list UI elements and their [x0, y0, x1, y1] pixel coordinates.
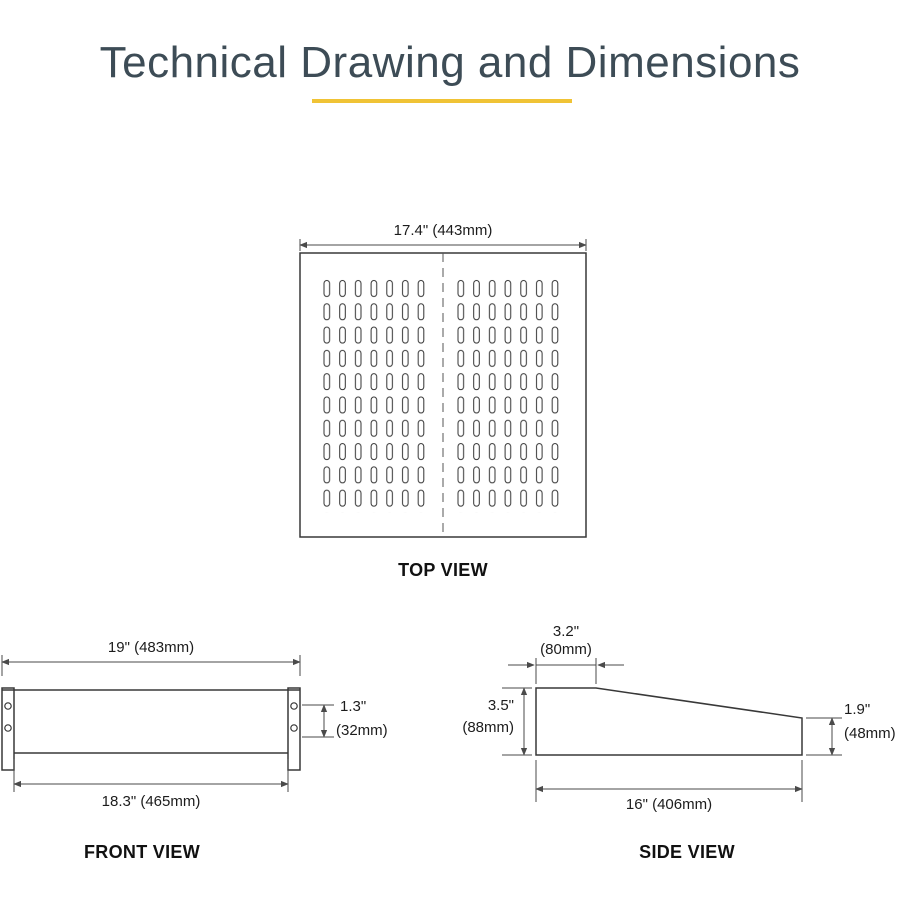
- side-view-depth-text: 16" (406mm): [626, 796, 712, 813]
- mounting-hole: [290, 702, 298, 710]
- front-view-lip-height-in-text: 1.3": [340, 698, 366, 715]
- top-view-width-dim-text: 17.4" (443mm): [394, 222, 493, 239]
- front-view-overall-width-text: 19" (483mm): [108, 639, 194, 656]
- front-view-shelf-outline: [1, 687, 301, 771]
- side-view-front-height-in-text: 3.5": [488, 697, 514, 714]
- front-view-inner-width-dimension: 18.3" (465mm): [13, 759, 289, 810]
- top-view-label: TOP VIEW: [398, 560, 488, 580]
- mounting-hole: [290, 724, 298, 732]
- front-view-overall-width-dimension: 19" (483mm): [1, 639, 301, 676]
- side-view-label: SIDE VIEW: [639, 842, 735, 862]
- side-view-flat-depth-in-text: 3.2": [553, 623, 579, 640]
- side-view-rear-height-mm-text: (48mm): [844, 725, 896, 742]
- side-view-flat-depth-mm-text: (80mm): [540, 641, 592, 658]
- side-view-rear-height-dimension: 1.9" (48mm): [806, 701, 896, 756]
- side-view-depth-dimension: 16" (406mm): [535, 760, 803, 813]
- front-view-label: FRONT VIEW: [84, 842, 200, 862]
- side-view-front-height-dimension: 3.5" (88mm): [462, 687, 532, 756]
- front-view-drawing: 19" (483mm) 1.3" (32mm) 18.3" (465mm): [1, 639, 388, 810]
- side-view-flat-depth-dimension: 3.2" (80mm): [508, 623, 624, 684]
- side-view-shelf-profile: [535, 687, 803, 756]
- vent-slots-left: [319, 277, 431, 513]
- front-view-inner-width-text: 18.3" (465mm): [102, 793, 201, 810]
- page-title: Technical Drawing and Dimensions: [99, 38, 801, 87]
- top-view-panel: [299, 252, 587, 538]
- top-view-width-dimension: 17.4" (443mm): [299, 222, 587, 251]
- side-view-drawing: 3.2" (80mm) 3.5" (88mm) 1.9" (48mm): [462, 623, 896, 813]
- mounting-hole: [4, 724, 12, 732]
- top-view-drawing: 17.4" (443mm): [299, 222, 587, 538]
- mounting-hole: [4, 702, 12, 710]
- front-view-lip-height-dimension: 1.3" (32mm): [302, 698, 388, 739]
- title-underline: [312, 99, 572, 103]
- side-view-front-height-mm-text: (88mm): [462, 719, 514, 736]
- vent-slots-right: [453, 277, 565, 513]
- side-view-rear-height-in-text: 1.9": [844, 701, 870, 718]
- front-view-lip-height-mm-text: (32mm): [336, 722, 388, 739]
